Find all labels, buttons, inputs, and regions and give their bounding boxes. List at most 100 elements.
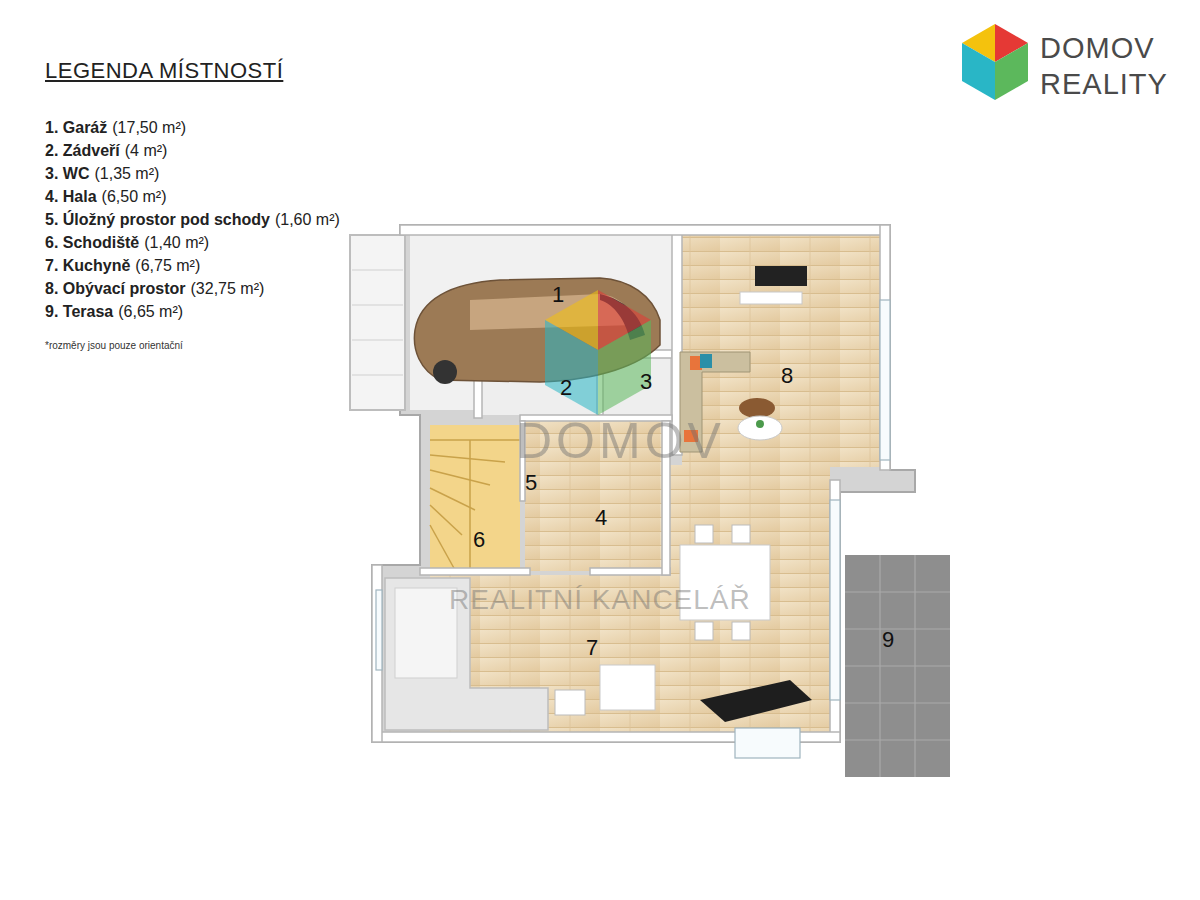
callout-number: 3 — [640, 369, 652, 394]
logo-text: REALITY — [1040, 68, 1168, 101]
legend-row: 9. Terasa (6,65 m²) — [45, 302, 183, 321]
plan-line — [845, 628, 950, 629]
counter-top — [395, 588, 457, 678]
legend-item: 4. Hala — [45, 188, 97, 205]
watermark: DOMOV — [516, 413, 725, 471]
plan-path — [700, 680, 812, 722]
windows — [376, 300, 890, 758]
plan-rect — [700, 354, 712, 368]
legend-row: 5. Úložný prostor pod schody (1,60 m²) — [45, 210, 340, 229]
watermark: REALITNÍ KANCELÁŘ — [449, 584, 751, 616]
plan-rect — [830, 480, 840, 742]
legend-title: LEGENDA MÍSTNOSTÍ — [45, 58, 283, 83]
plan-line — [879, 555, 880, 777]
terrace-tiles — [845, 555, 950, 777]
plan-line — [430, 470, 490, 485]
legend-row: 3. WC (1,35 m²) — [45, 164, 159, 183]
terrace-joints — [845, 555, 950, 777]
legend-row: 2. Zádveří (4 m²) — [45, 141, 167, 160]
logo-text: DOMOV — [1040, 32, 1155, 65]
plan-line — [845, 591, 950, 592]
plan-line — [430, 455, 505, 462]
legend-item: 6. Schodiště — [45, 234, 139, 251]
plan-line — [845, 702, 950, 703]
plan-line — [352, 375, 403, 376]
plan-line — [914, 555, 915, 777]
callout-number: 9 — [882, 627, 894, 652]
legend-item: 9. Terasa — [45, 303, 113, 320]
legend-area: (6,50 m²) — [102, 188, 167, 205]
plan-circle — [756, 420, 764, 428]
plan-rect — [590, 568, 670, 575]
plan-rect — [420, 568, 530, 575]
plan-ellipse — [739, 398, 775, 418]
legend-item: 5. Úložný prostor pod schody — [45, 211, 270, 228]
plan-line — [469, 440, 471, 570]
callout-number: 6 — [473, 527, 485, 552]
legend-area: (1,60 m²) — [275, 211, 340, 228]
plan-line — [845, 665, 950, 666]
callout-number: 4 — [595, 505, 607, 530]
legend-item: 1. Garáž — [45, 119, 107, 136]
plan-rect — [735, 728, 800, 758]
legend-area: (17,50 m²) — [112, 119, 186, 136]
plan-ellipse — [738, 416, 782, 440]
plan-circle — [433, 360, 457, 384]
legend-area: (6,65 m²) — [118, 303, 183, 320]
plan-polygon — [995, 43, 1028, 100]
plan-rect — [830, 500, 840, 700]
legend-area: (6,75 m²) — [135, 257, 200, 274]
plan-line — [845, 739, 950, 740]
plan-line — [430, 488, 475, 510]
plan-rect — [695, 622, 713, 640]
legend-area: (1,35 m²) — [94, 165, 159, 182]
garage-door-panels — [352, 270, 403, 375]
plan-rect — [755, 266, 807, 286]
plan-line — [352, 340, 403, 341]
legend-item: 7. Kuchyně — [45, 257, 130, 274]
legend-row: 7. Kuchyně (6,75 m²) — [45, 256, 200, 275]
note: *rozměry jsou pouze orientační — [45, 340, 183, 352]
legend-item: 3. WC — [45, 165, 89, 182]
plan-rect — [376, 590, 382, 670]
callout-number: 8 — [781, 363, 793, 388]
legend-item: 2. Zádveří — [45, 142, 120, 159]
plan-polygon — [962, 43, 995, 100]
plan-polygon — [545, 320, 598, 415]
plan-rect — [600, 665, 655, 710]
plan-rect — [880, 225, 890, 470]
logo-cube — [962, 24, 1028, 100]
dining-set — [555, 525, 812, 722]
plan-polygon — [598, 320, 651, 415]
plan-rect — [732, 622, 750, 640]
garage-door — [350, 235, 405, 410]
plan-line — [352, 305, 403, 306]
legend-row: 8. Obývací prostor (32,75 m²) — [45, 279, 264, 298]
legend-area: (32,75 m²) — [191, 280, 265, 297]
legend-row: 1. Garáž (17,50 m²) — [45, 118, 186, 137]
plan-rect — [400, 225, 890, 235]
plan-rect — [555, 690, 585, 715]
legend-row: 6. Schodiště (1,40 m²) — [45, 233, 209, 252]
outer-wall — [372, 225, 915, 742]
legend-area: (1,40 m²) — [144, 234, 209, 251]
interior-walls — [372, 225, 890, 742]
stair-steps — [430, 440, 520, 570]
callout-number: 5 — [525, 470, 537, 495]
plan-line — [352, 270, 403, 271]
legend-row: 4. Hala (6,50 m²) — [45, 187, 167, 206]
watermark-cube — [545, 290, 651, 415]
callout-number: 1 — [552, 282, 564, 307]
plan-rect — [695, 525, 713, 543]
plan-rect — [372, 565, 382, 742]
plan-rect — [740, 292, 802, 304]
plan-line — [430, 505, 462, 535]
plan-line — [430, 439, 520, 441]
callout-number: 2 — [560, 375, 572, 400]
legend-item: 8. Obývací prostor — [45, 280, 186, 297]
stairs — [430, 425, 520, 570]
plan-rect — [880, 300, 890, 460]
legend-area: (4 m²) — [125, 142, 168, 159]
plan-rect — [732, 525, 750, 543]
